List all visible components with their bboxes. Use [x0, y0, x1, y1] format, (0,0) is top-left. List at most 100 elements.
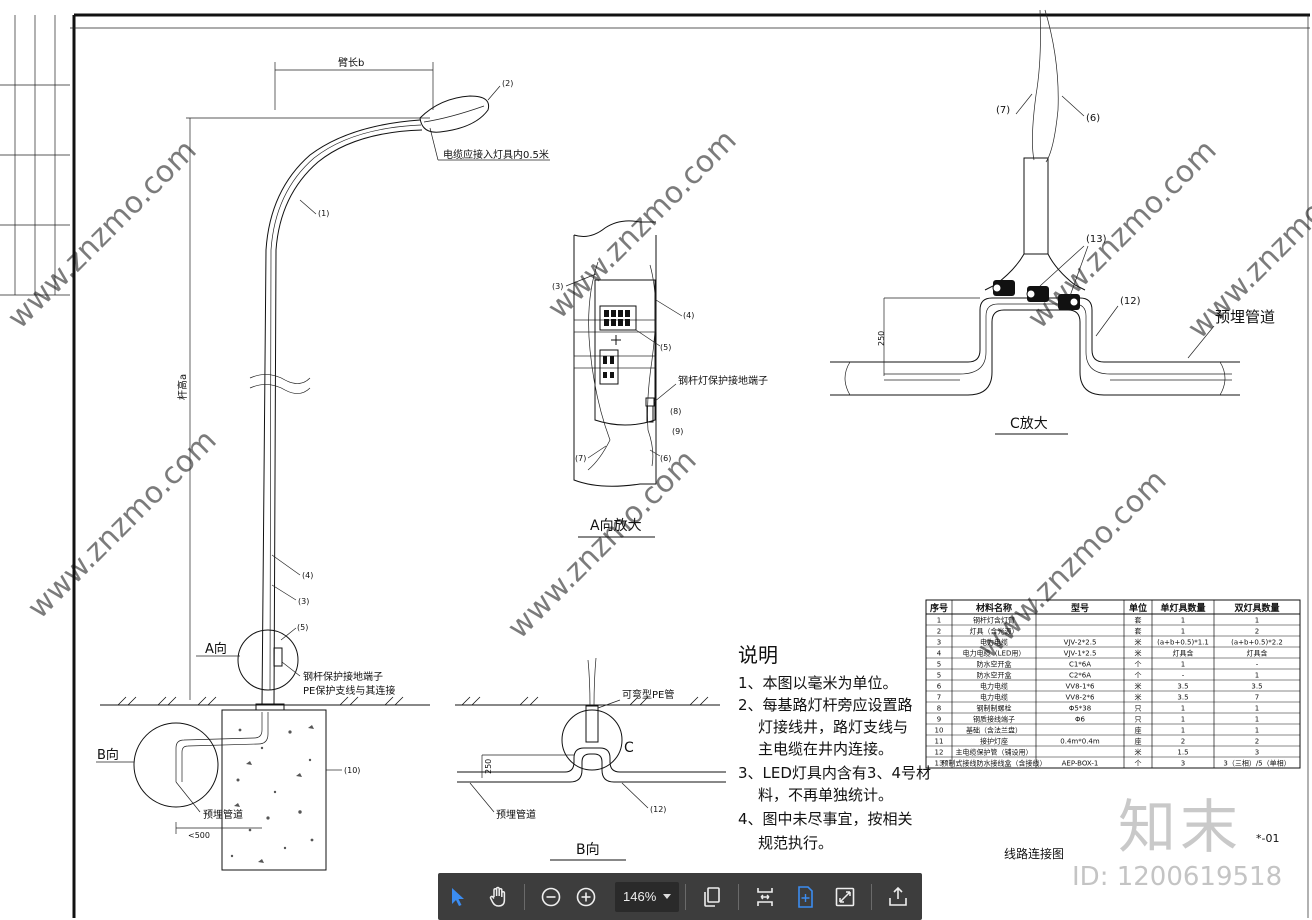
grounding-note-a: 钢杆灯保护接地端子: [678, 374, 768, 387]
zoom-level-dropdown[interactable]: 146%: [615, 881, 679, 912]
hand-pan-icon: [489, 886, 506, 907]
label-2: (2): [502, 79, 513, 88]
label-1: (1): [318, 209, 329, 218]
brand-id-watermark: ID: 1200619518: [1072, 862, 1283, 892]
note-line: 料，不再单独统计。: [758, 786, 893, 804]
title-c-enlarged: C放大: [1010, 416, 1048, 432]
table-cell: 电力电缆: [980, 693, 1008, 702]
table-cell: 2: [937, 628, 941, 636]
label-12c: (12): [1120, 296, 1141, 307]
dim-250-b: 250: [484, 759, 493, 774]
title-a-enlarged: A向放大: [590, 518, 642, 534]
pan-tool-button[interactable]: [478, 873, 518, 920]
table-cell: 米: [1135, 649, 1142, 658]
table-cell: 1: [1255, 672, 1259, 680]
pole-height-label: 杆高a: [176, 374, 189, 400]
table-cell: VV8-2*6: [1066, 694, 1096, 702]
label-6c: (6): [1086, 113, 1100, 124]
table-cell: 米: [1135, 638, 1142, 647]
drawing-name: 线路连接图: [1004, 846, 1064, 861]
fit-page-button[interactable]: [785, 873, 825, 920]
page-view-button[interactable]: [692, 873, 732, 920]
notes-heading: 说明: [738, 643, 778, 667]
table-cell: 4: [937, 650, 942, 658]
export-button[interactable]: [878, 873, 918, 920]
table-cell: (a+b+0.5)*2.2: [1231, 639, 1283, 647]
table-cell: 0.4m*0.4m: [1060, 738, 1100, 746]
note-line: 灯接线井，路灯支线与: [758, 718, 908, 736]
table-header-cell: 双灯具数量: [1234, 602, 1279, 614]
select-tool-button[interactable]: [438, 873, 478, 920]
table-cell: 12: [935, 749, 944, 757]
table-cell: 5: [937, 672, 941, 680]
table-cell: 1: [1181, 628, 1185, 636]
detail-b-direction: 可弯型PE管 C 250 预埋管道 (12) B向: [455, 657, 726, 861]
zoom-in-icon: [576, 887, 596, 906]
table-cell: 米: [1135, 748, 1142, 757]
note-line: 1、本图以毫米为单位。: [738, 674, 898, 692]
table-cell: 基础（含法兰盘）: [966, 726, 1022, 735]
table-cell: 5: [937, 661, 941, 669]
table-cell: 个: [1135, 661, 1142, 669]
fullscreen-icon: [835, 887, 855, 906]
direction-b-label: B向: [97, 747, 119, 763]
chevron-down-icon: [663, 894, 671, 899]
note-line: 2、每基路灯杆旁应设置路: [738, 696, 913, 714]
toolbar-separator: [871, 883, 872, 910]
table-cell: 个: [1135, 672, 1142, 680]
table-header-cell: 序号: [930, 602, 948, 614]
table-cell: 1: [1255, 727, 1259, 735]
conduit-label-b: 预埋管道: [496, 808, 536, 821]
table-cell: Φ6: [1075, 716, 1086, 724]
table-cell: 灯具含: [1247, 649, 1268, 658]
brand-logo-watermark: 知末: [1118, 793, 1243, 861]
table-cell: 1: [1181, 705, 1185, 713]
toolbar-separator: [738, 883, 739, 910]
table-header-cell: 单位: [1129, 602, 1147, 614]
label-10: (10): [344, 766, 360, 775]
table-cell: 钢质接线端子: [973, 715, 1015, 724]
table-cell: C2*6A: [1069, 672, 1091, 680]
fit-width-button[interactable]: [745, 873, 785, 920]
dim-250-c: 250: [877, 331, 886, 346]
pe-note: PE保护支线与其连接: [303, 684, 395, 697]
drawing-number: *-01: [1256, 832, 1279, 845]
label-13: (13): [1086, 234, 1107, 245]
table-cell: 座: [1135, 726, 1142, 735]
table-cell: 1: [1255, 617, 1259, 625]
table-cell: C1*6A: [1069, 661, 1091, 669]
toolbar-separator: [524, 883, 525, 910]
table-cell: 只: [1135, 716, 1142, 724]
left-margin-boxes: [0, 15, 70, 296]
fit-width-icon: [757, 887, 773, 906]
label-9: (9): [672, 427, 683, 436]
zoom-out-button[interactable]: [531, 873, 571, 920]
table-cell: 座: [1135, 737, 1142, 746]
table-cell: (a+b+0.5)*1.1: [1157, 639, 1209, 647]
zoom-in-button[interactable]: [571, 873, 601, 920]
table-cell: 1: [1255, 705, 1259, 713]
fullscreen-button[interactable]: [825, 873, 865, 920]
label-7c: (7): [996, 105, 1010, 116]
table-cell: 1: [1181, 617, 1185, 625]
label-3: (3): [298, 597, 309, 606]
table-cell: 灯具（含光源）: [970, 627, 1019, 636]
note-line: 4、图中未尽事宜，按相关: [738, 810, 913, 828]
direction-a-label: A向: [205, 641, 227, 657]
table-cell: 3: [937, 639, 941, 647]
table-cell: 接护灯座: [980, 737, 1008, 746]
table-cell: 1: [1181, 661, 1185, 669]
title-b-direction: B向: [576, 842, 600, 858]
dim-500: <500: [188, 831, 210, 840]
fit-page-icon: [798, 885, 813, 908]
table-cell: 电力电缆（LED用）: [963, 649, 1026, 658]
table-cell: 2: [1255, 628, 1259, 636]
table-cell: 钢杆灯含灯臂: [973, 616, 1015, 625]
table-cell: 米: [1135, 693, 1142, 702]
table-cell: 防水空开盒: [977, 660, 1012, 669]
note-line: 3、LED灯具内含有3、4号材: [738, 764, 931, 782]
conduit-label: 预埋管道: [203, 808, 243, 821]
table-cell: 电力电缆: [980, 682, 1008, 691]
zoom-level-value: 146%: [623, 889, 657, 904]
